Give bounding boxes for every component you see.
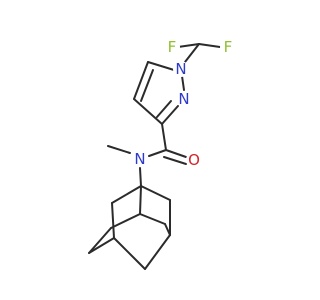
atom-f-left: F [164,38,180,56]
atom-n1: N [173,60,189,78]
bond-n1-c5 [147,61,175,71]
bond-ad-c8-c6 [164,223,171,236]
atom-n-amide-label: N [134,150,145,168]
atom-f-left-label: F [168,38,177,56]
bond-c3-n2-double [156,100,172,118]
bond-carbonyl-o-double [163,156,187,165]
atom-n2: N [176,90,192,108]
bond-n2-n1 [181,75,185,91]
bond-c5-c4 [133,61,149,100]
bond-ad-c6-c10 [144,234,171,270]
bond-chf2-f-right [198,43,221,48]
bond-ad-c1-c4 [139,185,142,215]
bond-ad-c5-c9 [88,237,115,254]
bond-carbonyl-n [148,149,167,157]
bond-n-methyl [107,145,131,154]
bond-c3-n2 [161,105,179,125]
atom-n2-label: N [178,90,189,108]
bond-c3-carbonyl [161,123,167,151]
atom-n1-label: N [175,60,186,78]
bond-carbonyl-o [165,149,187,158]
bond-chf2-n1 [184,43,200,63]
atom-n-amide: N [132,150,148,168]
bond-c5-c4-double [140,69,154,102]
atom-f-right-label: F [224,38,233,56]
bond-chf2-f-left [177,43,200,48]
molecule-structure: F F N N O N [88,38,236,270]
bond-ad-c5-c10 [113,237,146,270]
bond-n-adamantyl [139,167,142,187]
bond-ad-c1-c2 [111,185,142,204]
bond-ad-c4-c7 [110,213,141,229]
atom-o: O [186,151,202,169]
bond-ad-c2-c5 [111,202,115,239]
bond-ad-c7-c9 [88,227,112,254]
bond-ad-c4-c8 [139,213,166,225]
atom-f-right: F [220,38,236,56]
bond-ad-c1-c3 [140,185,171,201]
bond-c4-c3 [133,98,163,125]
atom-o-label: O [188,151,200,169]
